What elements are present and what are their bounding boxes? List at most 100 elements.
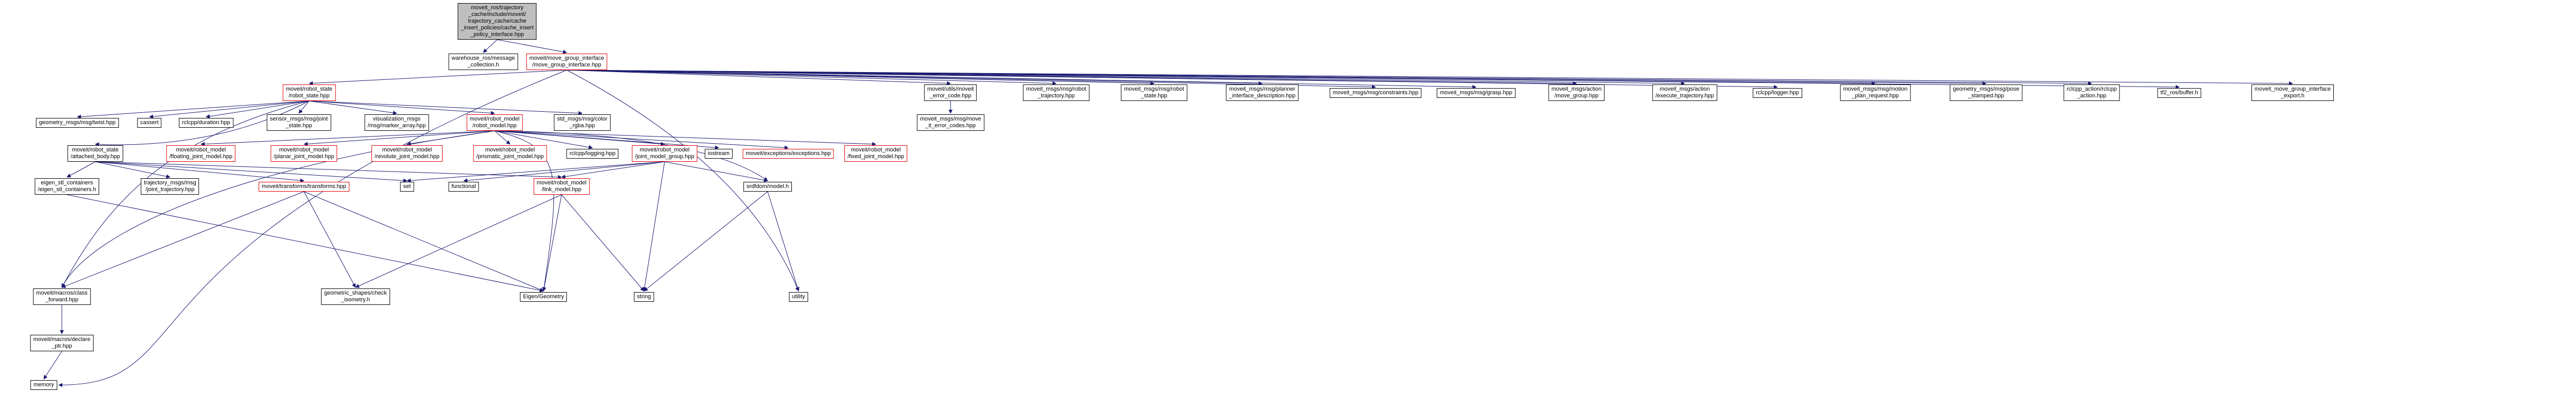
edge-link_model-to-eigen_geometry xyxy=(542,194,562,292)
node-label-line: memory xyxy=(33,382,54,388)
node-label-line: functional xyxy=(451,183,476,190)
node-transforms[interactable]: moveit/transforms/transforms.hpp xyxy=(259,182,349,192)
edge-mgi-to-tf2_buffer xyxy=(566,70,2180,89)
node-label-line: /planar_joint_model.hpp xyxy=(274,153,334,160)
node-label-line: moveit/robot_model xyxy=(536,180,587,186)
node-eigen_geometry: Eigen/Geometry xyxy=(520,292,567,302)
edge-srdf_model-to-utility xyxy=(767,191,800,292)
node-set: set xyxy=(400,182,414,192)
node-label-line: set xyxy=(403,183,411,190)
node-prismatic_joint_model[interactable]: moveit/robot_model/prismatic_joint_model… xyxy=(473,145,547,162)
node-label-line: _trajectory.hpp xyxy=(1038,93,1075,99)
node-label-line: _cache/include/moveit/ xyxy=(468,11,526,18)
node-label-line: moveit/transforms/transforms.hpp xyxy=(262,183,346,190)
edge-robot_model-to-fixed_joint_model xyxy=(494,130,876,146)
node-functional: functional xyxy=(448,182,479,192)
node-label-line: geometry_msgs/msg/pose xyxy=(1953,86,2020,92)
node-label-line: _isometry.h xyxy=(341,297,370,303)
node-check_isometry: geometric_shapes/check_isometry.h xyxy=(321,288,390,305)
node-label-line: moveit/exceptions/exceptions.hpp xyxy=(745,150,831,157)
node-label-line: /msg/marker_array.hpp xyxy=(367,123,426,129)
node-label-line: /revolute_joint_model.hpp xyxy=(375,153,439,160)
node-label-line: string xyxy=(637,294,651,300)
node-label-line: /fixed_joint_model.hpp xyxy=(847,153,905,160)
edge-robot_state-to-color_rgba xyxy=(309,100,583,115)
node-rclcpp_action: rclcpp_action/rclcpp_action.hpp xyxy=(2063,84,2120,101)
node-constraints: moveit_msgs/msg/constraints.hpp xyxy=(1329,88,1422,98)
node-label-line: moveit_move_group_interface xyxy=(2255,86,2331,92)
node-joint_model_group[interactable]: moveit/robot_model/joint_model_group.hpp xyxy=(632,145,698,162)
edge-mgi-to-robot_state xyxy=(309,70,567,86)
node-logger: rclcpp/logger.hpp xyxy=(1753,88,1802,98)
edge-robot_state-to-joint_state xyxy=(298,100,310,114)
node-label-line: _plan_request.hpp xyxy=(1852,93,1899,99)
edge-attached_body-to-eigen_stl_containers xyxy=(66,161,96,178)
node-msg_robot_state: moveit_msgs/msg/robot_state.hpp xyxy=(1121,84,1188,101)
node-grasp: moveit_msgs/msg/grasp.hpp xyxy=(1436,88,1516,98)
node-error_code[interactable]: moveit/utils/moveit_error_code.hpp xyxy=(924,84,977,101)
node-exceptions[interactable]: moveit/exceptions/exceptions.hpp xyxy=(742,149,834,159)
node-memory: memory xyxy=(30,380,57,390)
edge-root-to-mgi xyxy=(497,39,567,54)
edge-declare_ptr-to-memory xyxy=(43,351,62,380)
edge-eigen_stl_containers-to-eigen_geometry xyxy=(66,194,544,293)
node-motion_plan_request: moveit_msgs/msg/motion_plan_request.hpp xyxy=(1840,84,1911,101)
node-label-line: trajectory_cache/cache xyxy=(468,18,527,24)
edge-robot_state-to-marker_array xyxy=(309,100,397,115)
node-marker_array: visualization_msgs/msg/marker_array.hpp xyxy=(364,114,429,131)
node-declare_ptr[interactable]: moveit/macros/declare_ptr.hpp xyxy=(30,335,94,351)
edge-root-to-warehouse xyxy=(483,39,498,53)
node-utility: utility xyxy=(789,292,808,302)
edge-robot_model-to-revolute_joint_model xyxy=(406,130,495,146)
node-label-line: utility xyxy=(792,294,805,300)
node-trajectory_msgs_joint_trajectory: trajectory_msgs/msg/joint_trajectory.hpp xyxy=(141,178,199,195)
node-fixed_joint_model[interactable]: moveit/robot_model/fixed_joint_model.hpp xyxy=(844,145,908,162)
node-label-line: _export.h xyxy=(2281,93,2304,99)
node-mgi[interactable]: moveit/move_group_interface/move_group_i… xyxy=(526,54,607,70)
node-attached_body[interactable]: moveit/robot_state/attached_body.hpp xyxy=(67,145,123,162)
node-robot_state[interactable]: moveit/robot_state/robot_state.hpp xyxy=(282,84,336,101)
node-label-line: moveit/move_group_interface xyxy=(529,55,604,61)
node-label-line: /joint_model_group.hpp xyxy=(635,153,694,160)
node-label-line: warehouse_ros/message xyxy=(451,55,515,61)
node-class_forward[interactable]: moveit/macros/class_forward.hpp xyxy=(33,288,91,305)
node-label-line: moveit/macros/class xyxy=(36,290,88,296)
node-label-line: eigen_stl_containers xyxy=(41,180,93,186)
node-msg_robot_trajectory: moveit_msgs/msg/robot_trajectory.hpp xyxy=(1023,84,1090,101)
edge-transforms-to-check_isometry xyxy=(303,191,356,288)
edge-transforms-to-eigen_geometry xyxy=(303,191,544,292)
edge-mgi-to-rclcpp_action xyxy=(566,70,2092,86)
node-label-line: moveit/robot_model xyxy=(639,147,690,153)
node-label-line: /execute_trajectory.hpp xyxy=(1655,93,1714,99)
node-robot_model[interactable]: moveit/robot_model/robot_model.hpp xyxy=(466,114,523,131)
node-label-line: /prismatic_joint_model.hpp xyxy=(476,153,544,160)
node-floating_joint_model[interactable]: moveit/robot_model/floating_joint_model.… xyxy=(166,145,236,162)
node-label-line: moveit/robot_model xyxy=(485,147,535,153)
node-label-line: geometry_msgs/msg/twist.hpp xyxy=(39,119,116,126)
node-label-line: moveit_msgs/msg/robot xyxy=(1026,86,1087,92)
edge-attached_body-to-link_model xyxy=(95,161,562,179)
node-logging: rclcpp/logging.hpp xyxy=(566,149,619,159)
edge-link_model-to-string xyxy=(561,194,645,292)
node-label-line: /floating_joint_model.hpp xyxy=(169,153,233,160)
node-link_model[interactable]: moveit/robot_model/link_model.hpp xyxy=(533,178,590,195)
node-label-line: rclcpp/duration.hpp xyxy=(182,119,230,126)
edge-mgi-to-grasp xyxy=(566,70,1477,89)
edge-mgi-to-msg_robot_state xyxy=(566,70,1155,86)
node-label-line: moveit_ros/trajectory xyxy=(470,5,524,11)
edge-mgi-to-export xyxy=(566,70,2293,86)
node-label-line: _action.hpp xyxy=(2077,93,2107,99)
node-action_move_group: moveit_msgs/action/move_group.hpp xyxy=(1548,84,1605,101)
edge-mgi-to-error_code xyxy=(566,70,951,86)
node-label-line: tf2_ros/buffer.h xyxy=(2160,90,2198,96)
node-tf2_buffer: tf2_ros/buffer.h xyxy=(2157,88,2201,98)
node-joint_state: sensor_msgs/msg/joint_state.hpp xyxy=(266,114,331,131)
node-label-line: moveit_msgs/msg/grasp.hpp xyxy=(1439,90,1513,96)
node-cassert: cassert xyxy=(137,118,162,128)
node-label-line: moveit_msgs/action xyxy=(1551,86,1602,92)
node-planar_joint_model[interactable]: moveit/robot_model/planar_joint_model.hp… xyxy=(270,145,337,162)
node-revolute_joint_model[interactable]: moveit/robot_model/revolute_joint_model.… xyxy=(371,145,443,162)
node-label-line: /joint_trajectory.hpp xyxy=(145,186,195,193)
node-label-line: moveit_msgs/action xyxy=(1659,86,1710,92)
node-label-line: sensor_msgs/msg/joint xyxy=(269,116,328,122)
